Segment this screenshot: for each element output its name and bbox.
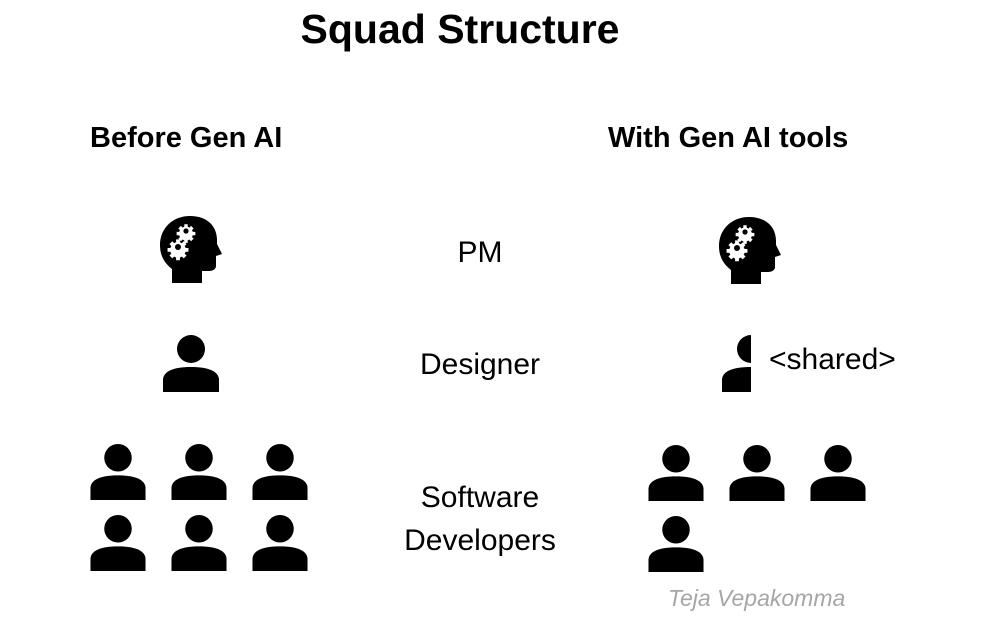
shared-label: <shared> bbox=[769, 343, 896, 376]
person-icon bbox=[171, 514, 227, 571]
person-icon bbox=[90, 514, 146, 571]
person-icon bbox=[729, 444, 785, 501]
person-icon bbox=[252, 514, 308, 571]
role-label-developers-line2: Developers bbox=[404, 524, 556, 557]
column-heading-with-gen-ai: With Gen AI tools bbox=[608, 122, 849, 154]
person-icon bbox=[810, 444, 866, 501]
person-icon bbox=[648, 515, 704, 572]
diagram-title: Squad Structure bbox=[300, 6, 620, 52]
half-person-icon bbox=[722, 334, 751, 392]
person-icon bbox=[648, 444, 704, 501]
person-icon bbox=[90, 443, 146, 500]
role-label-developers-line1: Software bbox=[420, 481, 540, 514]
person-icon bbox=[171, 443, 227, 500]
role-label-developers: Software Developers bbox=[340, 476, 620, 562]
head-gears-icon bbox=[160, 216, 222, 283]
author-credit: Teja Vepakomma bbox=[668, 585, 846, 611]
role-label-designer: Designer bbox=[419, 348, 541, 381]
role-label-pm: PM bbox=[457, 236, 503, 269]
head-gears-icon bbox=[719, 217, 781, 284]
person-icon bbox=[252, 443, 308, 500]
column-heading-before: Before Gen AI bbox=[90, 122, 283, 154]
person-icon bbox=[163, 334, 219, 392]
